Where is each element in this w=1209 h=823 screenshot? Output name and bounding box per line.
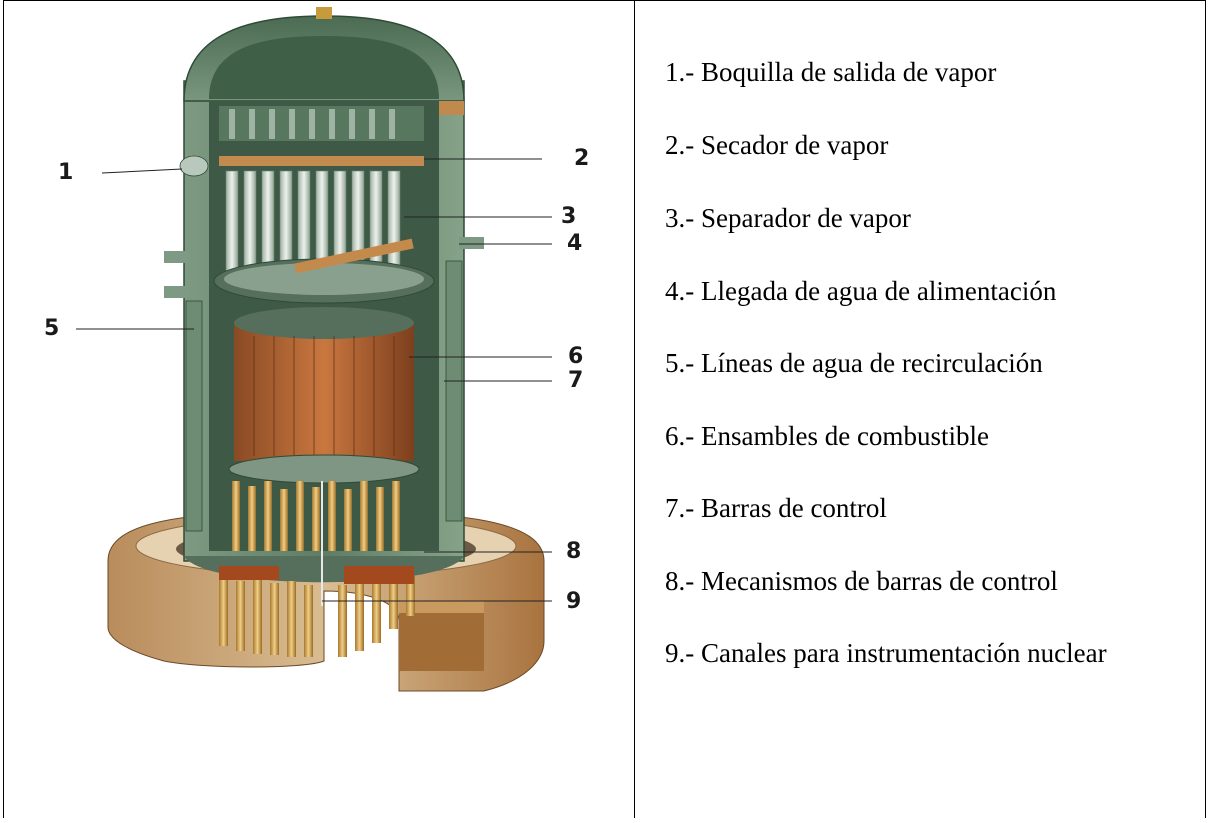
legend-item-2: 2.- Secador de vapor: [665, 130, 889, 160]
legend-item-7: 7.- Barras de control: [665, 493, 887, 523]
table-frame: [3, 0, 1206, 818]
callout-5: 5: [44, 316, 60, 341]
reactor-figure-cell: 1 2 3 4 5 6 7 8 9: [4, 1, 634, 818]
callout-4: 4: [567, 231, 583, 256]
legend-cell: 1.- Boquilla de salida de vapor 2.- Seca…: [635, 1, 1205, 818]
legend-item-8: 8.- Mecanismos de barras de control: [665, 566, 1058, 596]
legend-item-9: 9.- Canales para instrumentación nuclear: [665, 638, 1107, 668]
callout-6: 6: [568, 344, 584, 369]
callout-3: 3: [561, 204, 577, 229]
legend-item-4: 4.- Llegada de agua de alimentación: [665, 276, 1057, 306]
table-divider: [634, 0, 635, 818]
callout-1: 1: [58, 160, 74, 185]
callout-8: 8: [566, 539, 582, 564]
callout-9: 9: [566, 589, 582, 614]
callout-7: 7: [568, 368, 584, 393]
legend-item-3: 3.- Separador de vapor: [665, 203, 911, 233]
legend-item-1: 1.- Boquilla de salida de vapor: [665, 57, 997, 87]
legend-item-6: 6.- Ensambles de combustible: [665, 421, 989, 451]
callout-2: 2: [574, 146, 590, 171]
legend-item-5: 5.- Líneas de agua de recirculación: [665, 348, 1043, 378]
reactor-cutaway-illustration: [76, 7, 552, 692]
